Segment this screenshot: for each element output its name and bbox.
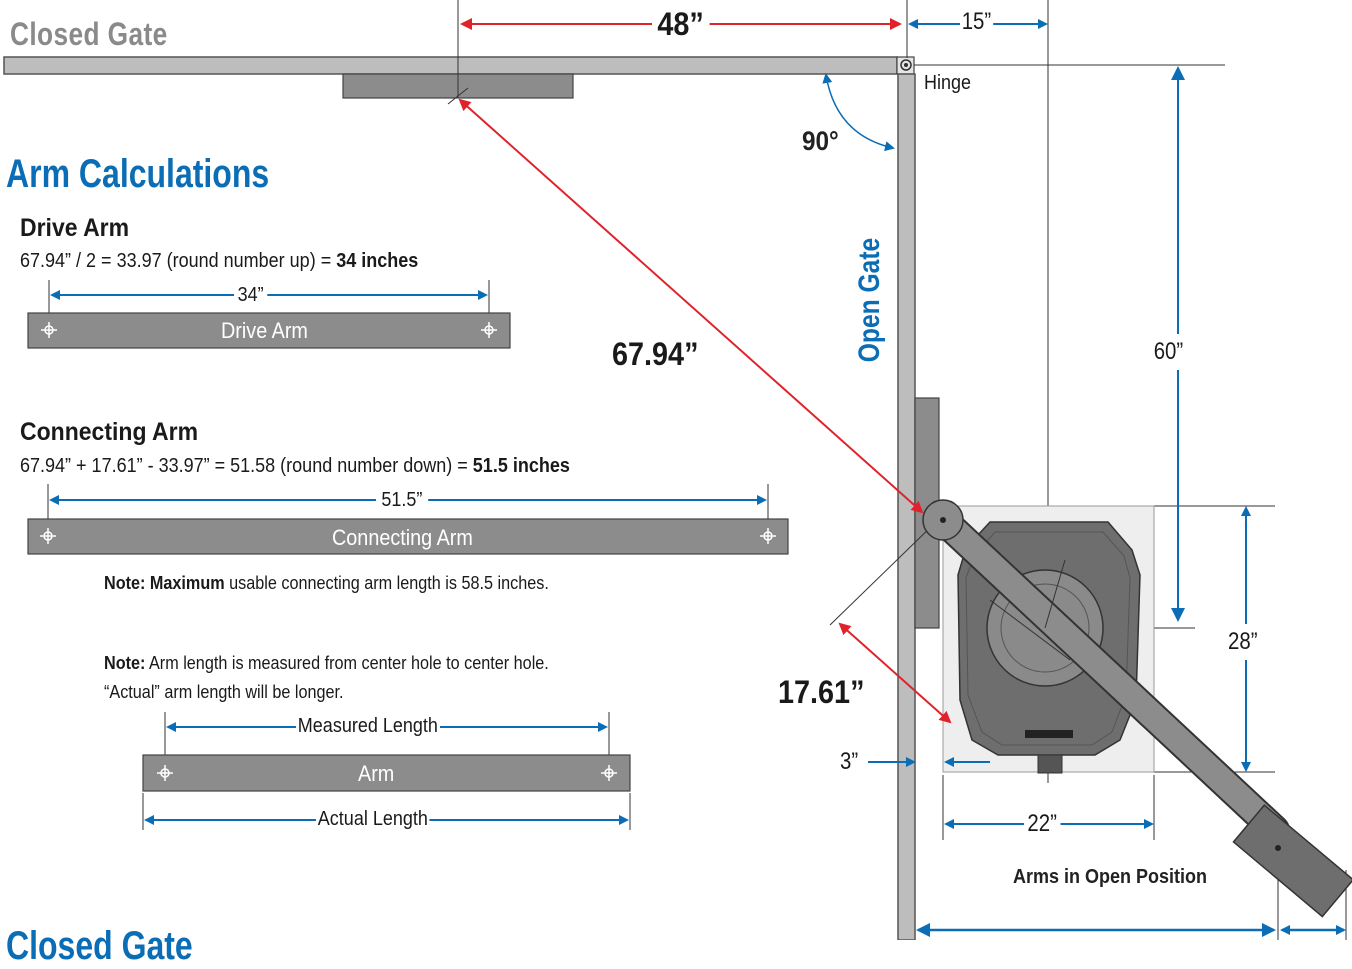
arm-calculations-heading: Arm Calculations: [6, 152, 270, 196]
connecting-arm-result: 51.5 inches: [472, 455, 570, 477]
note-max-rest: usable connecting arm length is 58.5 inc…: [224, 573, 549, 593]
open-gate-label-rotor: Open Gate: [853, 224, 887, 376]
gate-arm-diagram: Closed Gate Arm Calculations Closed Gate…: [3, 0, 1352, 968]
actual-length-label: Actual Length: [316, 808, 430, 831]
note-measurement: Note: Arm length is measured from center…: [104, 653, 549, 674]
drive-arm-result: 34 inches: [336, 250, 419, 272]
connecting-arm-bar: [27, 518, 789, 555]
measured-length-label: Measured Length: [296, 715, 440, 738]
open-gate-label: Open Gate: [853, 237, 886, 363]
dim-3-label: 3”: [840, 748, 859, 775]
connecting-arm-dimension: 51.5”: [376, 489, 428, 512]
closed-gate-bar: [3, 56, 898, 75]
note-measurement-line2: “Actual” arm length will be longer.: [104, 682, 344, 702]
connecting-arm-formula-text: 67.94” + 17.61” - 33.97” = 51.58 (round …: [20, 455, 473, 477]
drive-arm-formula: 67.94” / 2 = 33.97 (round number up) = 3…: [20, 250, 418, 273]
dim-48-label: 48”: [652, 6, 710, 43]
connecting-arm-formula: 67.94” + 17.61” - 33.97” = 51.58 (round …: [20, 455, 570, 478]
dim-28-label: 28”: [1228, 624, 1258, 660]
drive-arm-open: [1232, 804, 1352, 918]
arms-open-caption: Arms in Open Position: [1013, 866, 1208, 888]
sample-arm-bar-label: Arm: [358, 761, 395, 786]
dim-17-label: 17.61”: [778, 674, 865, 710]
drive-arm-dimension: 34”: [234, 284, 268, 307]
dim-15-label: 15”: [960, 8, 993, 36]
drive-arm-bar-label: Drive Arm: [221, 318, 308, 343]
open-gate-bar: [897, 73, 916, 940]
sample-arm-bar: [142, 754, 631, 792]
note-max-prefix: Note:: [104, 573, 150, 593]
connecting-arm-bar-label: Connecting Arm: [332, 525, 473, 550]
note-measure-prefix: Note:: [104, 653, 146, 673]
note-max-bold: Maximum: [149, 573, 225, 593]
dim-67-label: 67.94”: [612, 336, 699, 372]
drive-arm-bar: [27, 312, 511, 349]
note-measure-rest: Arm length is measured from center hole …: [145, 653, 549, 673]
angle-90-label: 90°: [802, 126, 839, 156]
dim-22-label: 22”: [1024, 810, 1061, 838]
drive-arm-formula-text: 67.94” / 2 = 33.97 (round number up) =: [20, 250, 337, 272]
drive-arm-title: Drive Arm: [20, 214, 130, 242]
hinge-label: Hinge: [924, 72, 972, 94]
dim-67-line: [458, 98, 924, 514]
dim-60-label: 60”: [1152, 334, 1185, 370]
dim-17-line: [838, 622, 952, 724]
connecting-arm-title: Connecting Arm: [20, 418, 199, 446]
note-maximum-length: Note: Maximum usable connecting arm leng…: [104, 573, 549, 594]
closed-gate-label-top: Closed Gate: [10, 16, 168, 52]
closed-gate-label-bottom: Closed Gate: [6, 924, 193, 968]
